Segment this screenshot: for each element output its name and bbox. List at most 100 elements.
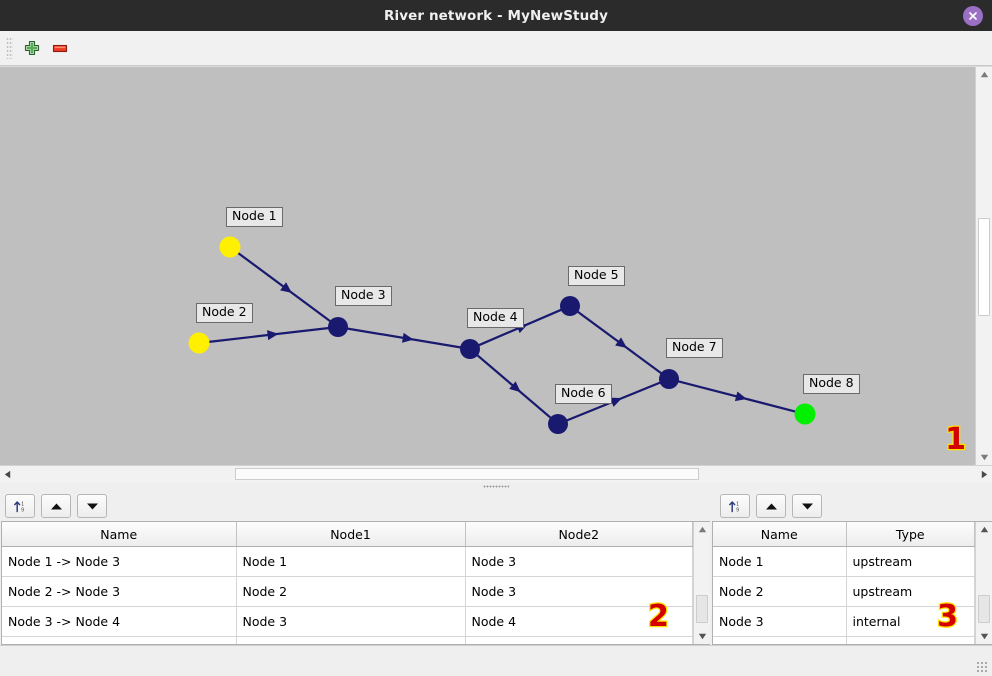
nodes-table-row[interactable]: Node 4internal [713, 636, 975, 644]
links-table-cell[interactable]: Node 1 [236, 546, 466, 577]
nodes-table-scrollbar[interactable] [975, 522, 992, 644]
graph-scroll-left-button[interactable] [0, 466, 15, 482]
links-table-cell[interactable]: Node 5 [465, 636, 693, 644]
links-vscroll-track[interactable] [694, 537, 710, 629]
sort-ascending-icon[interactable]: 1 9 [5, 494, 35, 518]
svg-text:1: 1 [21, 501, 24, 507]
graph-node-label[interactable]: Node 7 [666, 338, 723, 358]
sort-ascending-icon[interactable]: 1 9 [720, 494, 750, 518]
nodes-table-cell[interactable]: Node 4 [713, 636, 847, 644]
graph-hscroll-track[interactable] [15, 466, 977, 482]
graph-scroll-down-button[interactable] [976, 450, 992, 465]
graph-node-label[interactable]: Node 8 [803, 374, 860, 394]
graph-node[interactable] [328, 317, 348, 337]
nodes-table-cell[interactable]: upstream [846, 546, 975, 577]
graph-vertical-scrollbar[interactable] [975, 67, 992, 465]
graph-node[interactable] [659, 369, 679, 389]
graph-edge-arrow-icon [280, 282, 292, 293]
nodes-table-cell[interactable]: upstream [846, 576, 975, 607]
graph-edge-arrow-icon [267, 330, 279, 341]
graph-edge-arrow-icon [401, 332, 414, 343]
links-table-cell[interactable]: Node 1 -> Node 3 [2, 546, 237, 577]
graph-vscroll-thumb[interactable] [978, 218, 990, 316]
nodes-table-cell[interactable]: Node 2 [713, 576, 847, 607]
graph-node-label[interactable]: Node 6 [555, 384, 612, 404]
graph-node-label[interactable]: Node 5 [568, 266, 625, 286]
links-table-cell[interactable]: Node 2 [236, 576, 466, 607]
graph-horizontal-scrollbar[interactable] [0, 465, 992, 482]
arrow-down-icon[interactable] [77, 494, 107, 518]
graph-node[interactable] [219, 236, 241, 258]
add-plus-icon[interactable] [18, 34, 46, 62]
links-table-cell[interactable]: Node 3 [465, 576, 693, 607]
links-table-scrollbar[interactable] [693, 522, 710, 644]
arrow-up-icon[interactable] [756, 494, 786, 518]
links-scroll-up-button[interactable] [694, 522, 710, 537]
column-header[interactable]: Name [713, 522, 847, 547]
graph-edges [207, 251, 797, 422]
links-table-cell[interactable]: Node 3 -> Node 4 [2, 606, 237, 637]
graph-node[interactable] [560, 296, 580, 316]
splitter-grip-icon [483, 485, 509, 488]
nodes-table-cell[interactable]: Node 3 [713, 606, 847, 637]
panel-splitter[interactable] [0, 482, 992, 491]
close-icon[interactable] [963, 5, 983, 26]
graph-node-label[interactable]: Node 1 [226, 207, 283, 227]
links-scroll-down-button[interactable] [694, 629, 710, 644]
delete-minus-icon[interactable] [46, 34, 74, 62]
nodes-table-cell[interactable]: internal [846, 636, 975, 644]
resize-grip-icon[interactable] [976, 661, 989, 674]
graph-scroll-right-button[interactable] [977, 466, 992, 482]
graph-scroll-up-button[interactable] [976, 67, 992, 82]
column-header[interactable]: Type [846, 522, 975, 547]
column-header[interactable]: Node1 [236, 522, 466, 547]
graph-node[interactable] [460, 339, 480, 359]
graph-node[interactable] [794, 403, 816, 425]
graph-node[interactable] [188, 332, 210, 354]
nodes-table-cell[interactable]: internal [846, 606, 975, 637]
nodes-vscroll-track[interactable] [976, 537, 992, 629]
column-header[interactable]: Node2 [465, 522, 693, 547]
nodes-scroll-down-button[interactable] [976, 629, 992, 644]
graph-edge-arrow-icon [734, 391, 747, 402]
graph-node[interactable] [548, 414, 568, 434]
toolbar-drag-handle[interactable] [6, 37, 13, 59]
network-graph-canvas[interactable]: Node 1 Node 2 Node 3 Node 4 Node 5 Node 6 Node… [0, 66, 992, 465]
links-vscroll-thumb[interactable] [696, 595, 708, 623]
nodes-scroll-up-button[interactable] [976, 522, 992, 537]
svg-text:9: 9 [736, 507, 739, 513]
graph-node-label[interactable]: Node 4 [467, 308, 524, 328]
nodes-table-cell[interactable]: Node 1 [713, 546, 847, 577]
graph-node-label[interactable]: Node 3 [335, 286, 392, 306]
column-header[interactable]: Name [2, 522, 237, 547]
arrow-down-icon[interactable] [792, 494, 822, 518]
links-table-cell[interactable]: Node 3 [236, 606, 466, 637]
links-table-cell[interactable]: Node 4 [236, 636, 466, 644]
links-table-cell[interactable]: Node 4 -> Node 5 [2, 636, 237, 644]
main-toolbar [0, 31, 992, 66]
links-table-cell[interactable]: Node 2 -> Node 3 [2, 576, 237, 607]
graph-node-label[interactable]: Node 2 [196, 303, 253, 323]
graph-hscroll-thumb[interactable] [235, 468, 699, 480]
links-table-cell[interactable]: Node 4 [465, 606, 693, 637]
links-table-cell[interactable]: Node 3 [465, 546, 693, 577]
graph-vscroll-track[interactable] [976, 82, 992, 450]
links-panel-toolbar: 1 9 [0, 491, 710, 521]
nodes-vscroll-thumb[interactable] [978, 595, 990, 623]
arrow-up-icon[interactable] [41, 494, 71, 518]
